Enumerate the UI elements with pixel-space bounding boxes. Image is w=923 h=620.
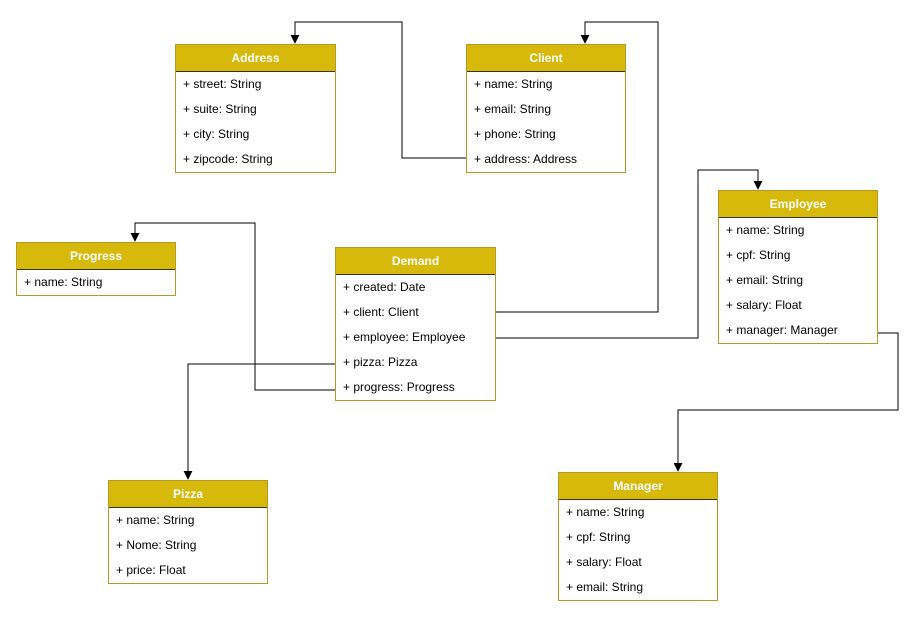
- class-address-field-street: + street: String: [183, 77, 262, 91]
- class-demand-field-pizza: + pizza: Pizza: [343, 355, 418, 369]
- class-demand: Demand + created: Date + client: Client …: [335, 247, 496, 401]
- class-employee-title: Employee: [719, 191, 877, 218]
- class-demand-field-progress: + progress: Progress: [343, 380, 455, 394]
- connector-demand-pizza-to-pizza: [183, 363, 335, 480]
- class-client-field-email: + email: String: [474, 102, 552, 116]
- class-client-field-name: + name: String: [474, 77, 553, 91]
- class-demand-title: Demand: [336, 248, 495, 275]
- class-client-field-address: + address: Address: [474, 152, 578, 166]
- class-address-title: Address: [176, 45, 335, 72]
- class-employee-field-manager: + manager: Manager: [726, 323, 838, 337]
- connector-client-address-to-address: [290, 21, 466, 159]
- connector-employee-manager-to-manager: [673, 332, 899, 472]
- class-employee: Employee + name: String + cpf: String + …: [718, 190, 878, 344]
- connector-demand-employee-to-employee: [496, 169, 763, 339]
- class-client-title: Client: [467, 45, 625, 72]
- class-manager-title: Manager: [559, 473, 717, 500]
- class-manager-field-salary: + salary: Float: [566, 555, 642, 569]
- class-client-field-phone: + phone: String: [474, 127, 556, 141]
- class-pizza-field-nome: + Nome: String: [116, 538, 197, 552]
- class-employee-field-email: + email: String: [726, 273, 804, 287]
- class-pizza-field-name: + name: String: [116, 513, 195, 527]
- class-employee-field-cpf: + cpf: String: [726, 248, 791, 262]
- class-demand-field-employee: + employee: Employee: [343, 330, 466, 344]
- class-pizza: Pizza + name: String + Nome: String + pr…: [108, 480, 268, 584]
- class-demand-field-created: + created: Date: [343, 280, 426, 294]
- class-progress: Progress + name: String: [16, 242, 176, 296]
- class-employee-field-name: + name: String: [726, 223, 805, 237]
- class-manager-field-name: + name: String: [566, 505, 645, 519]
- class-progress-title: Progress: [17, 243, 175, 270]
- class-address-field-zipcode: + zipcode: String: [183, 152, 273, 166]
- class-pizza-title: Pizza: [109, 481, 267, 508]
- class-address-field-city: + city: String: [183, 127, 250, 141]
- class-manager-field-email: + email: String: [566, 580, 644, 594]
- class-client: Client + name: String + email: String + …: [466, 44, 626, 173]
- class-address: Address + street: String + suite: String…: [175, 44, 336, 173]
- class-pizza-field-price: + price: Float: [116, 563, 186, 577]
- class-manager-field-cpf: + cpf: String: [566, 530, 631, 544]
- class-manager: Manager + name: String + cpf: String + s…: [558, 472, 718, 601]
- class-employee-field-salary: + salary: Float: [726, 298, 802, 312]
- connector-demand-client-to-client: [496, 21, 659, 313]
- class-progress-field-name: + name: String: [24, 275, 103, 289]
- connector-demand-progress-to-progress: [130, 222, 335, 391]
- class-demand-field-client: + client: Client: [343, 305, 419, 319]
- class-address-field-suite: + suite: String: [183, 102, 257, 116]
